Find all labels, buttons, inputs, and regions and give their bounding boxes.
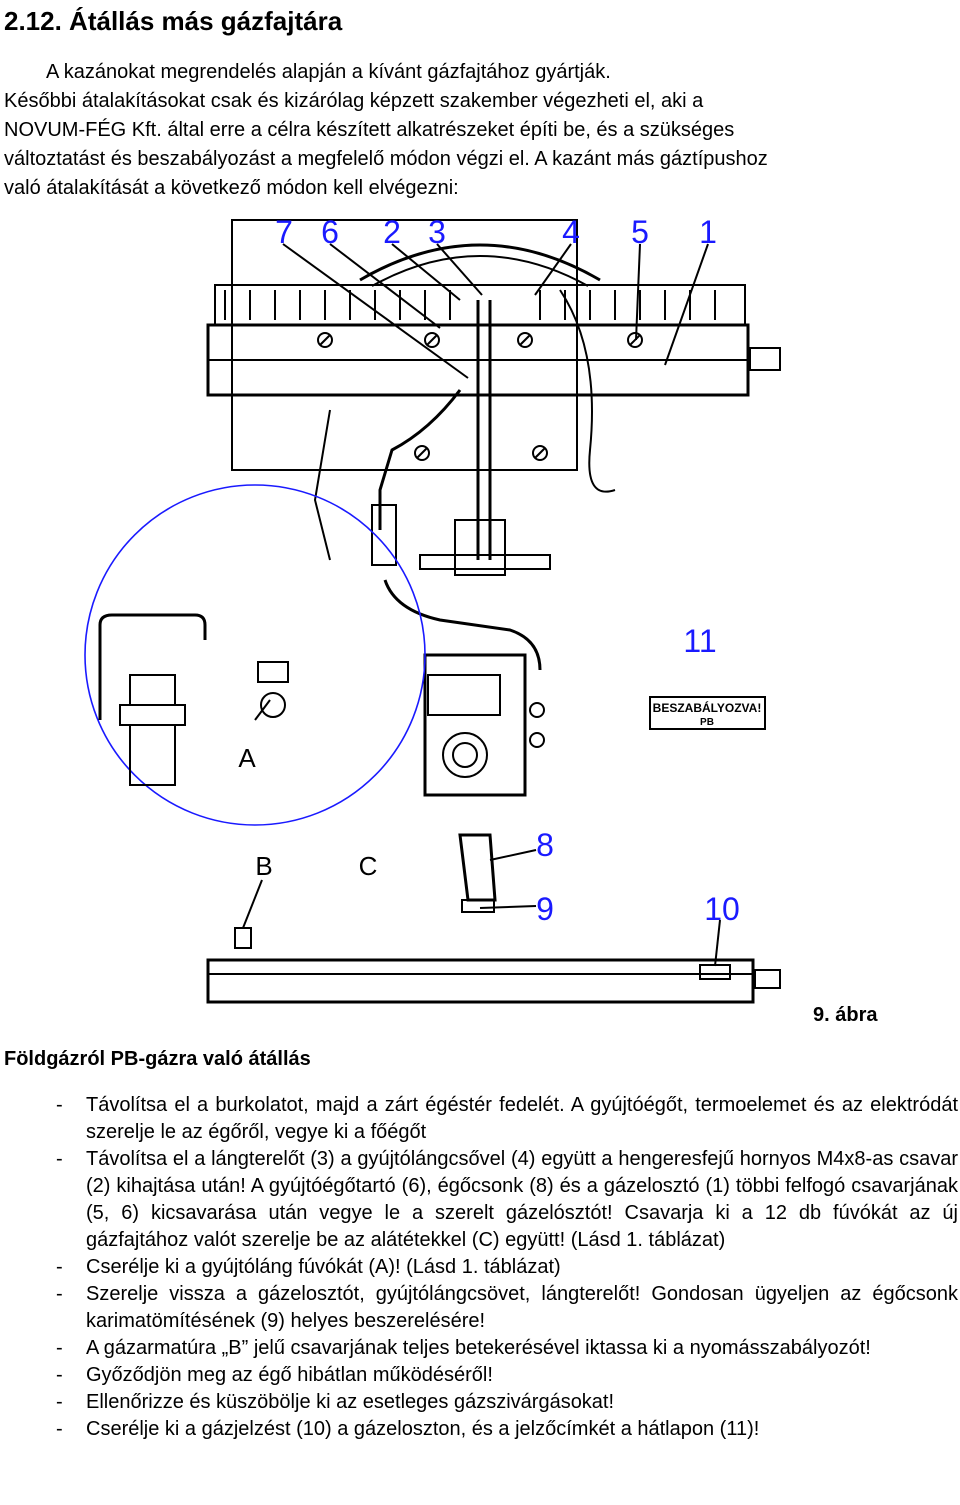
pilot-tube — [476, 300, 492, 560]
distributor-tag — [699, 964, 731, 980]
sticker-frame — [649, 696, 766, 730]
valve-coil — [427, 674, 501, 716]
valve-outlet — [442, 732, 488, 778]
screw-heads — [317, 332, 643, 461]
section-title: 2.12. Átállás más gázfajtára — [4, 6, 343, 36]
intro-line: A kazánokat megrendelés alapján a kívánt… — [46, 61, 611, 83]
callout-b: B — [255, 851, 272, 881]
flame-arch-inner — [371, 255, 589, 287]
intro-line: NOVUM-FÉG Kft. által erre a célra készít… — [4, 119, 735, 141]
callout-7: 7 — [275, 214, 293, 250]
gas-supply-pipe — [383, 579, 542, 671]
gas-stub — [458, 833, 497, 902]
distributor-end-fitting — [754, 969, 781, 989]
list-item: Győződjön meg az égő hibátlan működésérő… — [0, 1362, 960, 1389]
intro-paragraph: A kazánokat megrendelés alapján a kívánt… — [4, 58, 959, 203]
callout-4: 4 — [562, 214, 580, 250]
thermocouple-wire — [559, 289, 616, 493]
figure-label: 9. ábra — [813, 1004, 878, 1026]
list-item: A gázarmatúra „B” jelű csavarjának telje… — [0, 1335, 960, 1362]
intro-line: való átalakítását a következő módon kell… — [4, 177, 459, 199]
intro-line: Későbbi átalakításokat csak és kizárólag… — [4, 90, 704, 112]
list-item: Távolítsa el a lángterelőt (3) a gyújtól… — [0, 1146, 960, 1254]
pilot-bracket — [419, 554, 551, 570]
stub-gasket — [461, 899, 495, 913]
callout-11: 11 — [683, 623, 716, 659]
callout-c: C — [359, 851, 378, 881]
callout-2: 2 — [383, 214, 401, 250]
callout-10: 10 — [704, 891, 740, 927]
electrode-wire — [313, 409, 331, 561]
burner-end-fitting — [749, 347, 781, 371]
flame-arch — [359, 243, 601, 282]
callout-8: 8 — [536, 827, 554, 863]
gas-valve — [423, 653, 527, 797]
burner-blades — [214, 284, 746, 326]
sticker-line-2: PB — [700, 717, 714, 728]
detail-circle-a — [84, 484, 426, 826]
callout-a: A — [238, 743, 256, 773]
burner-assembly-diagram: BESZABÁLYOZVA! PB 7 6 2 3 4 5 1 11 8 9 1… — [84, 214, 781, 1004]
back-plate — [231, 219, 578, 471]
nozzle-orifice — [260, 692, 286, 718]
callout-5: 5 — [631, 214, 649, 250]
list-item: Távolítsa el a burkolatot, majd a zárt é… — [0, 1092, 960, 1146]
leader-lines — [242, 243, 721, 967]
nozzle-hex — [257, 661, 289, 683]
pilot-nozzle-detail — [98, 613, 289, 786]
subheading: Földgázról PB-gázra való átállás — [4, 1048, 311, 1070]
list-item: Ellenőrizze és küszöbölje ki az esetlege… — [0, 1389, 960, 1416]
list-item: Cserélje ki a gázjelzést (10) a gázelosz… — [0, 1416, 960, 1443]
intro-line: változtatást és beszabályozást a megfele… — [4, 148, 768, 170]
callout-1: 1 — [699, 214, 717, 250]
callout-6: 6 — [321, 214, 339, 250]
pilot-holder — [454, 519, 506, 576]
instruction-list: Távolítsa el a burkolatot, majd a zárt é… — [0, 1092, 960, 1443]
pilot-pipe — [378, 389, 462, 530]
callout-9: 9 — [536, 891, 554, 927]
nozzle-b — [234, 927, 252, 949]
pilot-burner — [371, 504, 397, 566]
sticker-line-1: BESZABÁLYOZVA! — [653, 700, 762, 715]
gas-distributor — [206, 958, 755, 1004]
list-item: Cserélje ki a gyújtóláng fúvókát (A)! (L… — [0, 1254, 960, 1281]
callout-3: 3 — [428, 214, 446, 250]
list-item: Szerelje vissza a gázelosztót, gyújtólán… — [0, 1281, 960, 1335]
